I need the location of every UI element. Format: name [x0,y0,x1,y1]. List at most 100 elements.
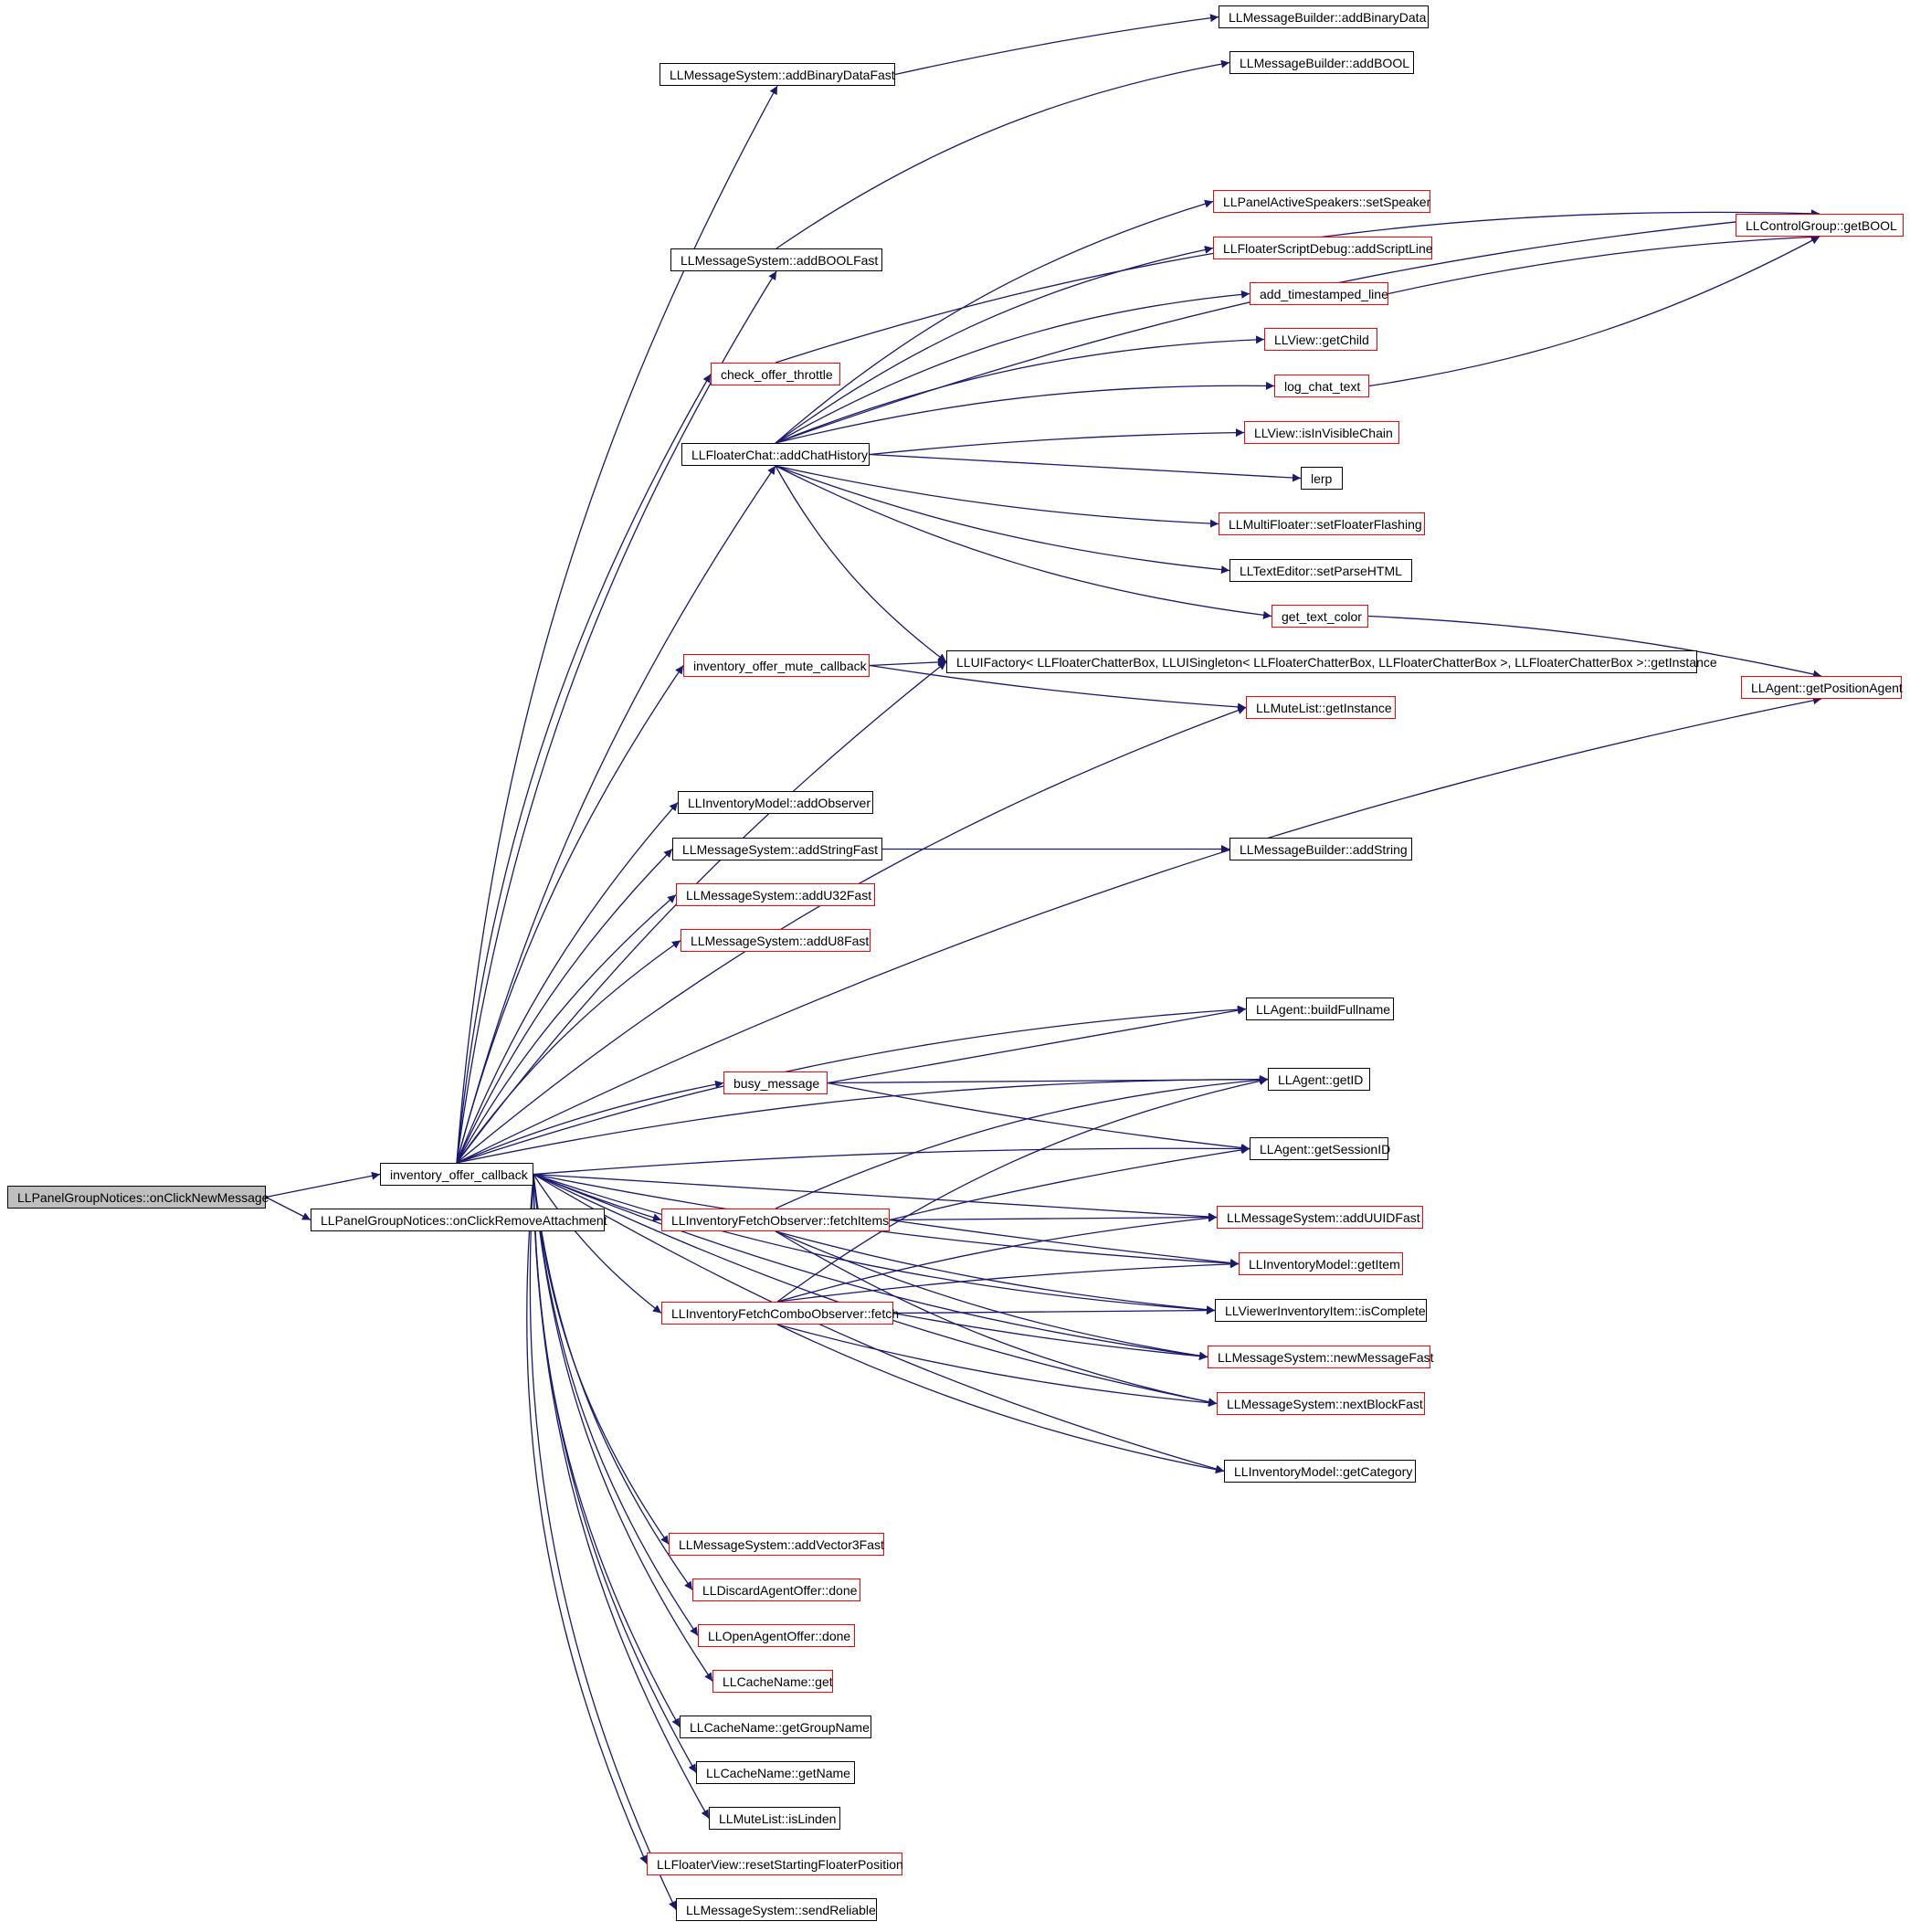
edge-fi-vic [775,1230,1216,1314]
edge-ach-atl [775,290,1250,444]
node-nmf[interactable]: LLMessageSystem::newMessageFast [1208,1346,1434,1368]
node-abf[interactable]: LLMessageSystem::addBOOLFast [670,248,882,271]
edge-ioc-imgi [533,1173,1240,1268]
edge-fc-nbf [776,1324,1218,1408]
node-agid[interactable]: LLAgent::getID [1268,1068,1370,1091]
node-agpa[interactable]: LLAgent::getPositionAgent [1741,676,1903,699]
node-uif[interactable]: LLUIFactory< LLFloaterChatterBox, LLUISi… [946,650,1717,673]
edge-ioc-au8 [456,939,681,1164]
node-sr[interactable]: LLMessageSystem::sendReliable [676,1898,877,1921]
node-au32[interactable]: LLMessageSystem::addU32Fast [676,883,875,906]
node-vic[interactable]: LLViewerInventoryItem::isComplete [1215,1299,1427,1322]
edge-ioc-abf [456,270,777,1164]
node-auuid[interactable]: LLMessageSystem::addUUIDFast [1217,1206,1423,1229]
node-atl[interactable]: add_timestamped_line [1250,282,1388,305]
edge-ioc-agsid [533,1144,1250,1176]
node-imgi[interactable]: LLInventoryModel::getItem [1239,1252,1403,1275]
node-abfn[interactable]: LLAgent::buildFullname [1246,998,1394,1020]
node-mbab[interactable]: LLMessageBuilder::addBOOL [1229,51,1414,74]
edge-ioc-agpa [456,696,1822,1164]
node-vivc[interactable]: LLView::isInVisibleChain [1244,421,1399,444]
edge-ach-uif [775,465,947,663]
node-dao[interactable]: LLDiscardAgentOffer::done [692,1578,860,1601]
node-ioc[interactable]: inventory_offer_callback [380,1163,533,1186]
edge-fi-agid [775,1075,1269,1209]
edge-ioc-rsfp [526,1174,648,1864]
node-tes[interactable]: LLTextEditor::setParseHTML [1229,559,1412,582]
node-fc[interactable]: LLInventoryFetchComboObserver::fetch [661,1302,899,1325]
node-imgc[interactable]: LLInventoryModel::getCategory [1224,1460,1416,1483]
node-lerp[interactable]: lerp [1301,467,1343,490]
edge-iomc-uif [869,658,947,667]
node-nbf[interactable]: LLMessageSystem::nextBlockFast [1217,1392,1425,1415]
node-mbas[interactable]: LLMessageBuilder::addString [1229,838,1412,860]
edge-ach-pas [775,199,1214,444]
node-pas[interactable]: LLPanelActiveSpeakers::setSpeaker [1213,190,1430,213]
edge-ioc-nmf [533,1173,1208,1360]
edge-ioc-ach [456,465,776,1164]
edge-bm-abfn [827,1006,1247,1084]
edge-ioc-agid [456,1075,1269,1164]
edge-ioc-abdf [456,85,778,1164]
node-oao[interactable]: LLOpenAgentOffer::done [698,1624,855,1647]
edge-ach-lct [775,381,1275,444]
edge-ach-vivc [869,428,1245,456]
node-au8[interactable]: LLMessageSystem::addU8Fast [681,929,871,952]
edge-fc-nmf [892,1312,1208,1361]
edge-ioc-abfn [456,1005,1247,1164]
node-mff[interactable]: LLMultiFloater::setFloaterFlashing [1219,512,1425,535]
edge-abf-mbab [776,59,1230,249]
edge-fi-agsid [889,1145,1250,1221]
node-cngn[interactable]: LLCacheName::getName [696,1761,855,1784]
edge-ioc-iomc [456,665,684,1164]
edge-bm-agid [827,1075,1269,1084]
node-cngg[interactable]: LLCacheName::getGroupName [680,1716,871,1738]
edge-ioc-asf [456,849,673,1164]
edge-fc-vic [892,1306,1216,1315]
node-abdf[interactable]: LLMessageSystem::addBinaryDataFast [660,63,895,86]
edge-fc-auuid [776,1213,1218,1303]
edge-bm-agsid [827,1082,1250,1152]
edge-ach-lerp [869,453,1302,482]
edge-ioc-auuid [533,1173,1218,1221]
edge-ach-vgc [775,335,1265,444]
edge-fi-nbf [775,1230,1218,1407]
node-fsd[interactable]: LLFloaterScriptDebug::addScriptLine [1213,237,1433,259]
edge-ioc-au32 [456,894,677,1164]
node-ach[interactable]: LLFloaterChat::addChatHistory [681,443,870,466]
edge-fc-imgc [776,1324,1225,1474]
edge-ach-gtc [775,465,1272,619]
edge-ioc-dao [533,1174,693,1590]
node-rsfp[interactable]: LLFloaterView::resetStartingFloaterPosit… [647,1853,903,1875]
edge-ioc-fc [533,1174,662,1314]
node-mlgi[interactable]: LLMuteList::getInstance [1246,696,1396,719]
node-rma[interactable]: LLPanelGroupNotices::onClickRemoveAttach… [311,1209,607,1231]
node-root[interactable]: LLPanelGroupNotices::onClickNewMessage [7,1186,269,1209]
node-cng[interactable]: LLCacheName::get [712,1670,833,1693]
edge-ach-tes [775,465,1230,575]
edge-fc-agid [776,1077,1269,1303]
node-vgc[interactable]: LLView::getChild [1264,328,1377,351]
edge-root-ioc [265,1171,381,1198]
node-iao[interactable]: LLInventoryModel::addObserver [678,791,873,814]
node-fi[interactable]: LLInventoryFetchObserver::fetchItems [661,1209,890,1231]
node-mbabd[interactable]: LLMessageBuilder::addBinaryData [1219,5,1429,28]
node-iomc[interactable]: inventory_offer_mute_callback [683,654,870,677]
edge-ioc-sr [529,1174,677,1910]
node-gtc[interactable]: get_text_color [1272,605,1368,628]
edge-gtc-agpa [1367,615,1822,679]
edge-lct-cggb [1368,236,1820,387]
node-cot[interactable]: check_offer_throttle [711,363,840,385]
node-bm[interactable]: busy_message [723,1072,828,1094]
edge-root-rma [265,1196,311,1221]
node-av3[interactable]: LLMessageSystem::addVector3Fast [669,1533,884,1556]
node-cggb[interactable]: LLControlGroup::getBOOL [1736,214,1904,237]
node-mil[interactable]: LLMuteList::isLinden [709,1807,840,1830]
node-asf[interactable]: LLMessageSystem::addStringFast [672,838,882,860]
node-lct[interactable]: log_chat_text [1274,375,1369,397]
edge-abdf-mbabd [894,14,1219,76]
edge-ioc-imgc [533,1173,1225,1473]
node-agsid[interactable]: LLAgent::getSessionID [1250,1137,1390,1160]
edge-fi-nmf [775,1230,1208,1360]
